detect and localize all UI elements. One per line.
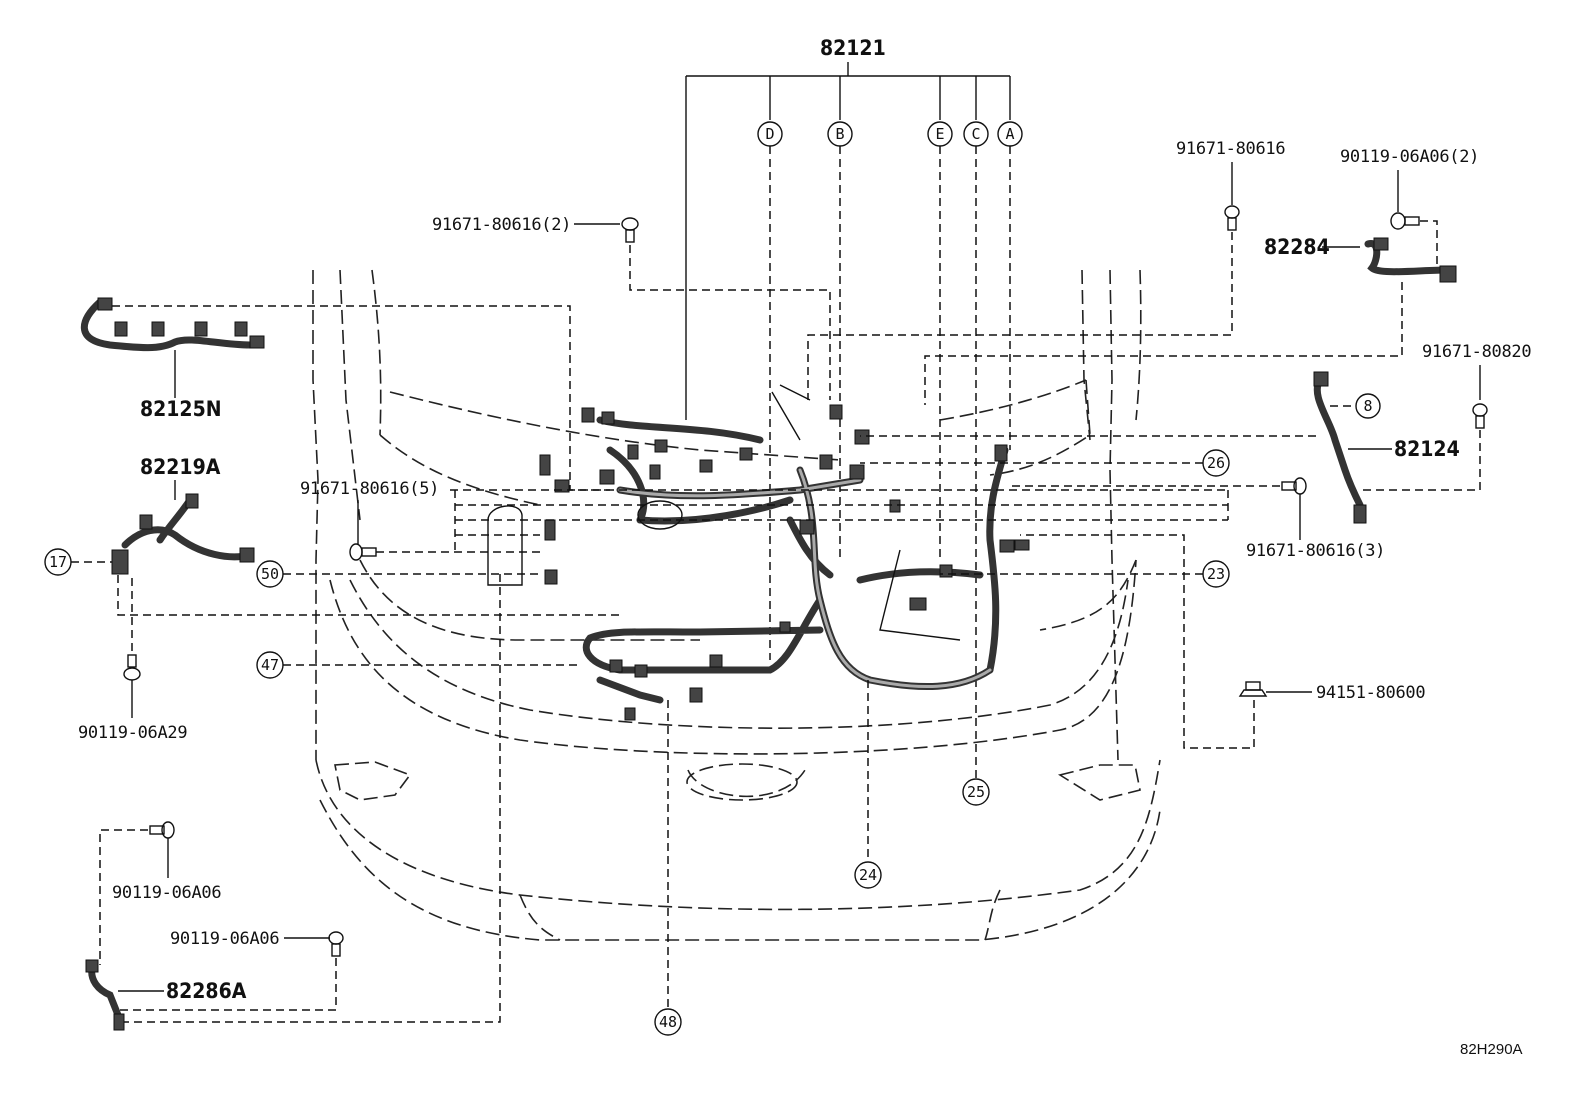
part-number-82284[interactable]: 82284	[1264, 235, 1330, 259]
leader-90119-06A06-b	[120, 958, 337, 1011]
leader-91671-80820	[1360, 430, 1481, 491]
fastener-90119-06A29[interactable]: 90119-06A29	[78, 723, 188, 743]
fastener-91671-80820[interactable]: 91671-80820	[1422, 342, 1532, 362]
harness-82284[interactable]	[1322, 237, 1457, 283]
harness-82124[interactable]	[1313, 371, 1367, 524]
bolt-icon-90119-06A06-2[interactable]	[1390, 170, 1420, 230]
bolt-icon-91671-80616[interactable]	[1224, 162, 1240, 231]
leaders-91671-80616-5	[450, 489, 1229, 550]
callout-25-label: 25	[967, 783, 985, 801]
nut-icon-94151-80600[interactable]	[1238, 681, 1312, 697]
leader-82284	[924, 282, 1403, 405]
part-number-82121[interactable]: 82121	[820, 36, 886, 60]
part-number-82286A[interactable]: 82286A	[166, 979, 247, 1003]
callout-23[interactable]: 23	[1202, 560, 1230, 588]
callout-24-label: 24	[859, 866, 877, 884]
bolt-icon-90119-06A06-b[interactable]	[284, 931, 344, 957]
harness-82125N[interactable]	[80, 297, 265, 398]
part-number-82124[interactable]: 82124	[1394, 437, 1460, 461]
leader-91671-80616-2	[629, 245, 831, 400]
callout-47[interactable]: 47	[256, 651, 284, 679]
callout-50[interactable]: 50	[256, 560, 284, 588]
bolt-icon-91671-80820[interactable]	[1472, 365, 1488, 429]
bolt-icon-90119-06A29[interactable]	[123, 578, 141, 718]
fastener-90119-06A06-2[interactable]: 90119-06A06(2)	[1340, 147, 1479, 167]
subref-b-label: B	[835, 125, 844, 143]
subref-e[interactable]: E	[927, 121, 953, 147]
leader-90119-06A06-2	[1420, 220, 1438, 268]
main-part-bracket	[685, 62, 1011, 420]
callout-23-label: 23	[1207, 565, 1225, 583]
subref-e-label: E	[935, 125, 944, 143]
subref-c-label: C	[971, 125, 980, 143]
callout-8-label: 8	[1363, 397, 1372, 415]
leader-50	[120, 573, 540, 1023]
callout-26-label: 26	[1207, 454, 1225, 472]
callout-17-label: 17	[49, 553, 67, 571]
callout-48-label: 48	[659, 1013, 677, 1031]
leader-94151-80600	[1020, 534, 1255, 749]
subref-d-label: D	[765, 125, 774, 143]
subref-d[interactable]: D	[757, 121, 783, 147]
bolt-icon-90119-06A06-a[interactable]	[149, 821, 175, 878]
leader-82219A	[117, 575, 620, 616]
fastener-91671-80616[interactable]: 91671-80616	[1176, 139, 1286, 159]
callout-25[interactable]: 25	[962, 778, 990, 806]
part-number-82219A[interactable]: 82219A	[140, 455, 221, 479]
harness-82286A[interactable]	[85, 959, 125, 1031]
callout-47-label: 47	[261, 656, 279, 674]
engine-harness-82121[interactable]	[539, 384, 1030, 721]
vehicle-body-outline	[312, 269, 1161, 941]
fastener-90119-06A06-b[interactable]: 90119-06A06	[170, 929, 280, 949]
callout-26[interactable]: 26	[1202, 449, 1230, 477]
fastener-91671-80616-2[interactable]: 91671-80616(2)	[432, 215, 571, 235]
diagram-code: 82H290A	[1460, 1041, 1523, 1058]
subref-a[interactable]: A	[997, 121, 1023, 147]
bolt-icon-91671-80616-3[interactable]	[1281, 477, 1307, 540]
callout-48[interactable]: 48	[654, 1008, 682, 1036]
subref-a-label: A	[1005, 125, 1014, 143]
bolt-icon-91671-80616-2[interactable]	[574, 217, 639, 243]
callout-24[interactable]: 24	[854, 861, 882, 889]
fastener-91671-80616-3[interactable]: 91671-80616(3)	[1246, 541, 1385, 561]
callout-17[interactable]: 17	[44, 548, 72, 576]
bolt-icon-91671-80616-5[interactable]	[349, 500, 540, 561]
clip-outline-50	[487, 505, 523, 586]
fastener-94151-80600[interactable]: 94151-80600	[1316, 683, 1426, 703]
leader-91671-80616	[807, 232, 1233, 400]
leader-90119-06A06-a	[99, 829, 148, 965]
fastener-90119-06A06-a[interactable]: 90119-06A06	[112, 883, 222, 903]
subref-c[interactable]: C	[963, 121, 989, 147]
callout-8[interactable]: 8	[1355, 393, 1381, 419]
part-number-82125N[interactable]: 82125N	[140, 397, 222, 421]
subref-b[interactable]: B	[827, 121, 853, 147]
fastener-91671-80616-5[interactable]: 91671-80616(5)	[300, 479, 439, 499]
harness-82219A[interactable]	[111, 480, 255, 575]
leader-82125N	[112, 305, 610, 491]
callout-50-label: 50	[261, 565, 279, 583]
